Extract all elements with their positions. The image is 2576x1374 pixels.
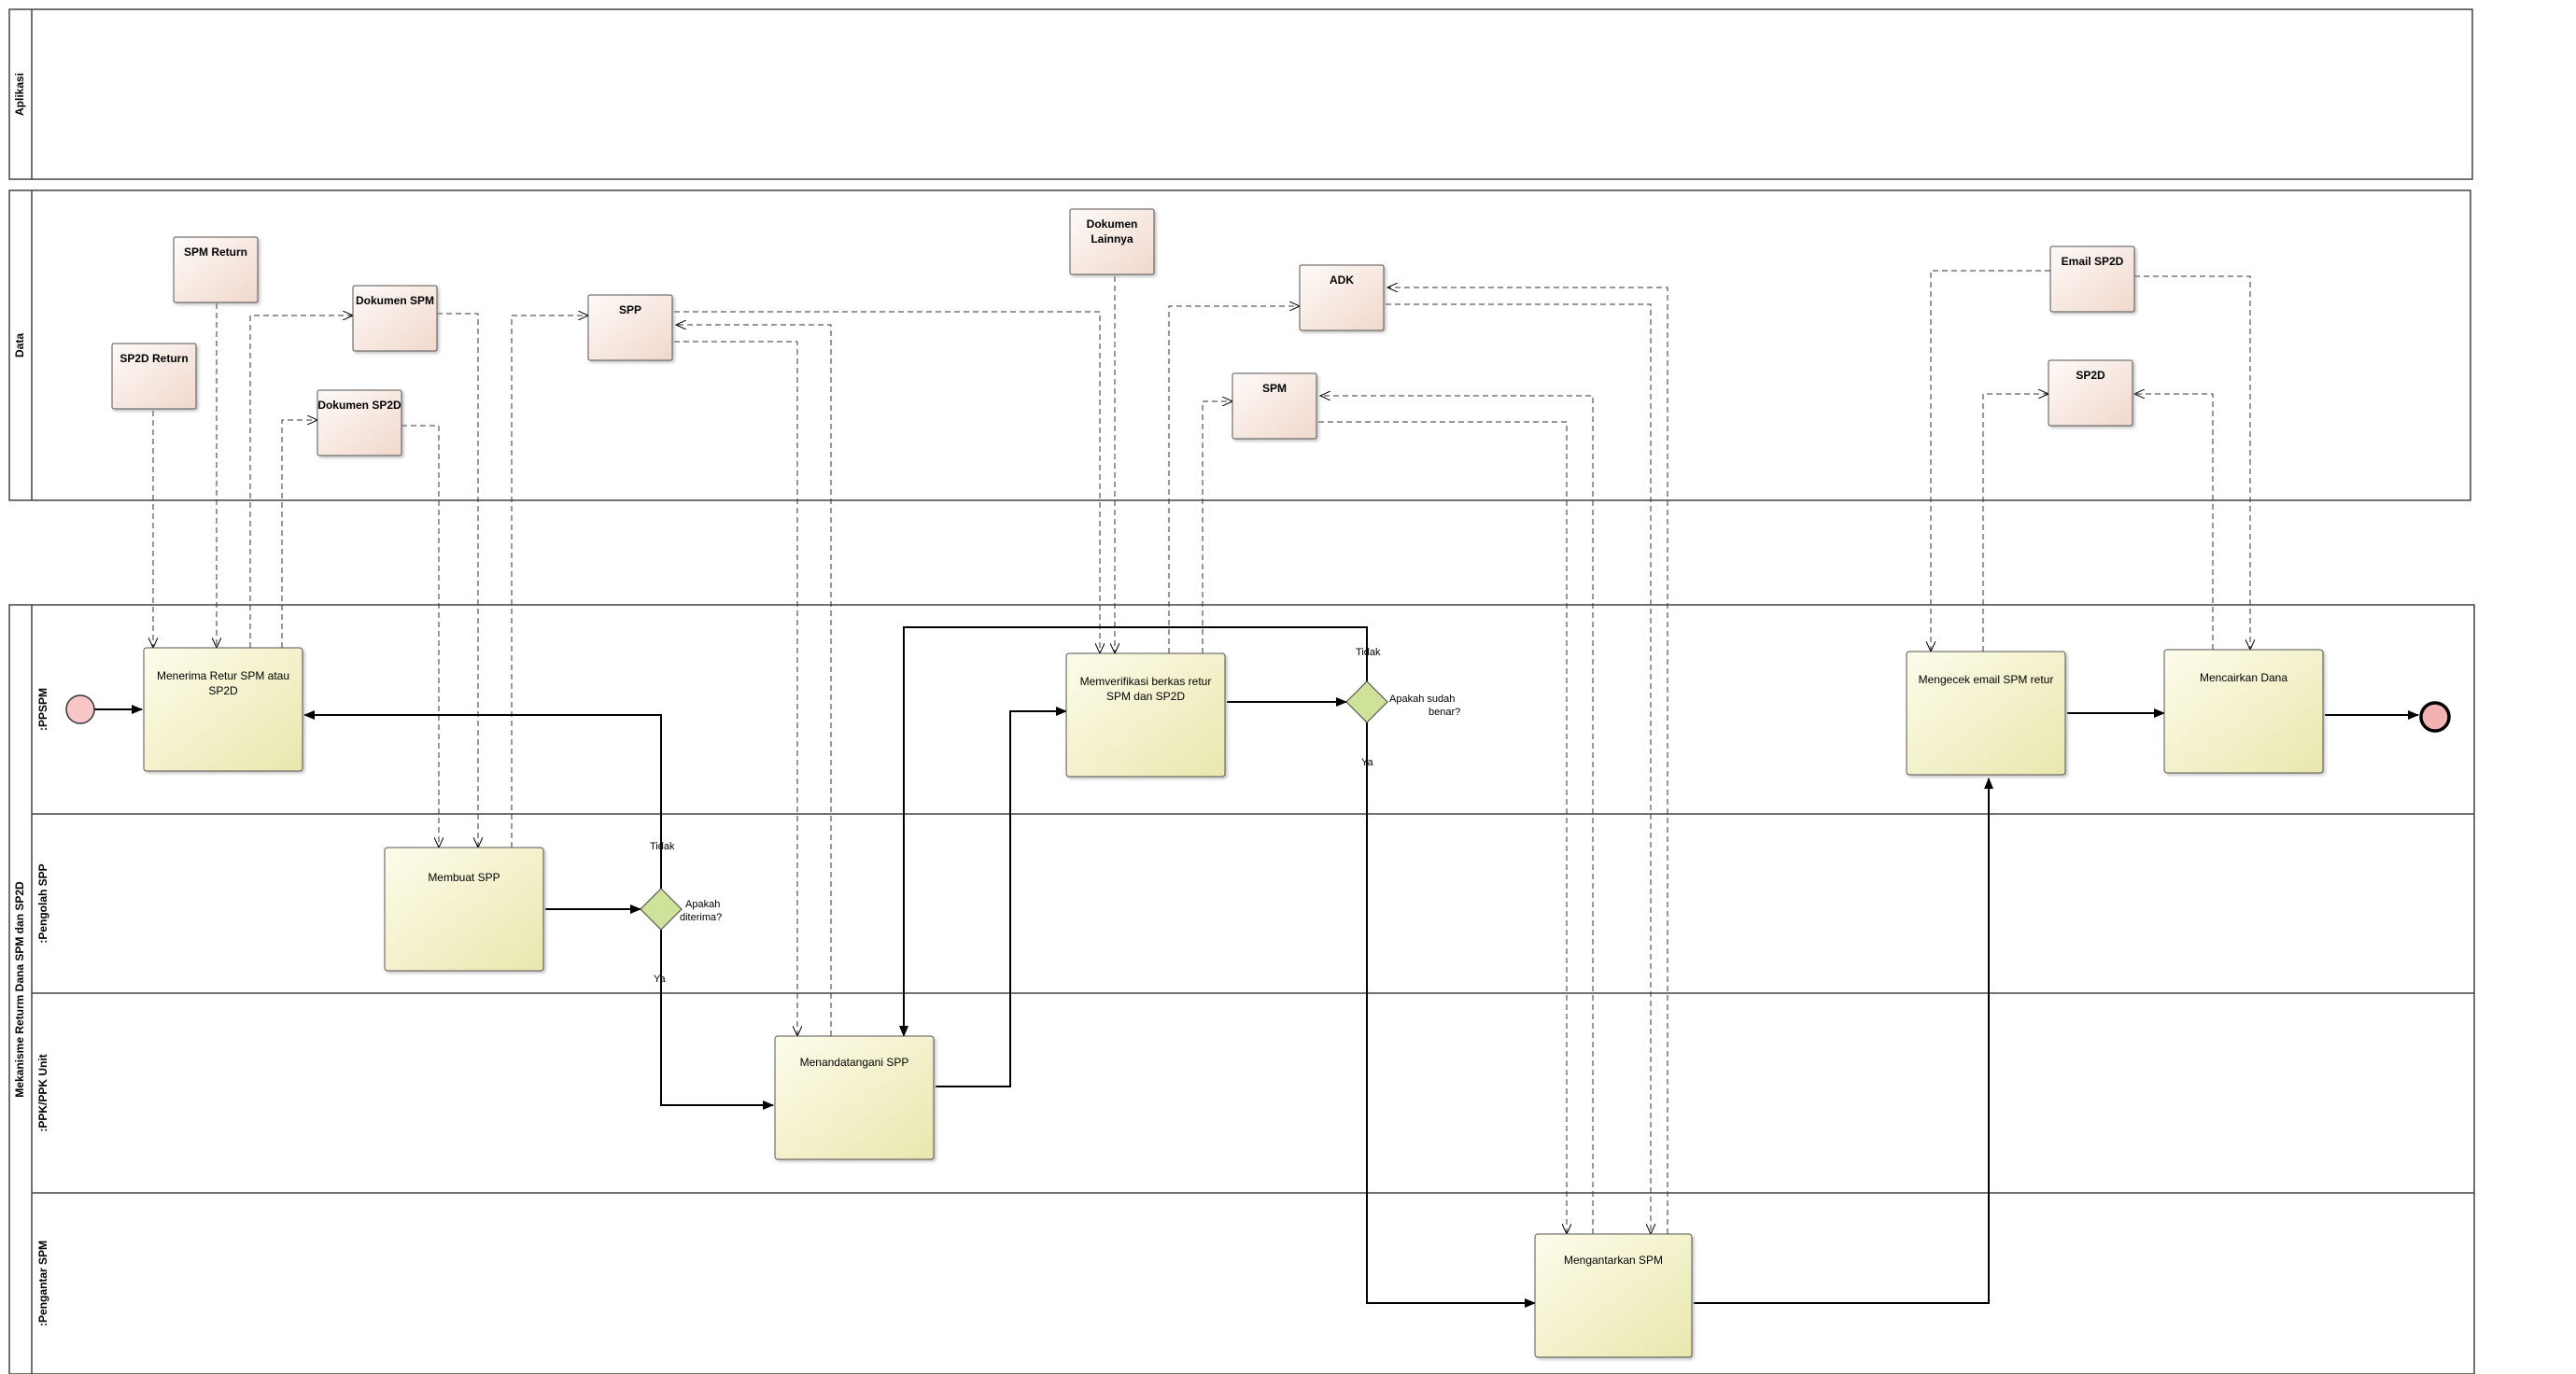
start-event bbox=[65, 694, 95, 724]
data-object-sp2d-return bbox=[111, 343, 197, 410]
data-object-adk bbox=[1299, 264, 1385, 331]
data-sp2d-return-label: SP2D Return bbox=[120, 352, 188, 365]
data-dokumen-lainnya-label-1: Dokumen bbox=[1087, 217, 1138, 231]
svg-text:benar?: benar? bbox=[1429, 707, 1460, 718]
data-object-dokumen-spm bbox=[352, 285, 438, 352]
data-object-dokumen-lainnya bbox=[1069, 208, 1155, 275]
gateway-apakah-sudah-benar: Apakah sudah benar? Tidak Ya bbox=[1345, 647, 1460, 768]
task-menerima-label-2: SP2D bbox=[208, 684, 238, 697]
svg-text:Apakah: Apakah bbox=[685, 899, 720, 910]
data-adk-label: ADK bbox=[1330, 273, 1354, 287]
data-spm-label: SPM bbox=[1262, 382, 1287, 395]
lane-label-pengantar: :Pengantar SPM bbox=[36, 1241, 49, 1326]
data-sp2d-label: SP2D bbox=[2076, 369, 2105, 382]
lane-label-aplikasi: Aplikasi bbox=[13, 73, 26, 116]
lane-label-pengolah: :Pengolah SPP bbox=[36, 863, 49, 943]
pool-label: Mekanisme Returm Dana SPM dan SP2D bbox=[13, 881, 26, 1098]
label-tidak-1: Tidak bbox=[650, 841, 675, 852]
data-dokumen-sp2d-label: Dokumen SP2D bbox=[317, 399, 401, 412]
task-mengantarkan-spm bbox=[1534, 1233, 1693, 1358]
gateway-apakah-diterima: Apakah diterima? Tidak Ya bbox=[640, 841, 722, 985]
lane-label-data: Data bbox=[13, 333, 26, 358]
task-membuat-label: Membuat SPP bbox=[428, 871, 500, 884]
task-mengecek-label: Mengecek email SPM retur bbox=[1919, 673, 2054, 686]
task-memverifikasi-label-1: Memverifikasi berkas retur bbox=[1080, 675, 1212, 688]
task-memverifikasi bbox=[1065, 652, 1226, 778]
data-dokumen-spm-label: Dokumen SPM bbox=[356, 294, 434, 307]
data-object-spp bbox=[587, 294, 673, 361]
lane-label-ppk: :PPK/PPK Unit bbox=[36, 1054, 49, 1131]
lane-label-ppspm: :PPSPM bbox=[36, 688, 49, 731]
data-object-dokumen-sp2d bbox=[317, 389, 402, 456]
task-mengecek-email bbox=[1906, 651, 2066, 776]
data-object-spm bbox=[1232, 372, 1317, 440]
data-spm-return-label: SPM Return bbox=[184, 245, 247, 259]
lane-aplikasi: Aplikasi bbox=[8, 8, 2473, 180]
lane-data: Data bbox=[8, 189, 2471, 501]
data-object-spm-return bbox=[173, 236, 259, 303]
task-menandatangani-label: Menandatangani SPP bbox=[800, 1056, 909, 1069]
data-associations bbox=[153, 270, 2250, 1234]
data-object-sp2d bbox=[2048, 359, 2133, 427]
task-mencairkan-dana bbox=[2163, 649, 2324, 774]
task-memverifikasi-label-2: SPM dan SP2D bbox=[1106, 690, 1185, 703]
task-mengantarkan-label: Mengantarkan SPM bbox=[1564, 1254, 1663, 1267]
task-menerima-label-1: Menerima Retur SPM atau bbox=[157, 669, 289, 682]
label-ya-1: Ya bbox=[654, 974, 667, 985]
sequence-flows bbox=[84, 626, 2419, 1308]
end-event bbox=[2419, 701, 2451, 733]
data-object-email-sp2d bbox=[2049, 245, 2135, 313]
svg-text:diterima?: diterima? bbox=[680, 912, 722, 923]
data-dokumen-lainnya-label-2: Lainnya bbox=[1091, 232, 1133, 245]
task-menerima-retur bbox=[143, 647, 303, 772]
label-tidak-2: Tidak bbox=[1356, 647, 1381, 658]
pool-mekanisme: Mekanisme Returm Dana SPM dan SP2D :PPSP… bbox=[8, 604, 2475, 1374]
task-menandatangani-spp bbox=[774, 1035, 935, 1160]
task-mencairkan-label: Mencairkan Dana bbox=[2200, 671, 2287, 684]
svg-text:Apakah sudah: Apakah sudah bbox=[1389, 694, 1455, 705]
data-spp-label: SPP bbox=[619, 303, 641, 316]
data-email-sp2d-label: Email SP2D bbox=[2062, 255, 2124, 268]
label-ya-2: Ya bbox=[1361, 757, 1374, 768]
task-membuat-spp bbox=[384, 847, 544, 972]
